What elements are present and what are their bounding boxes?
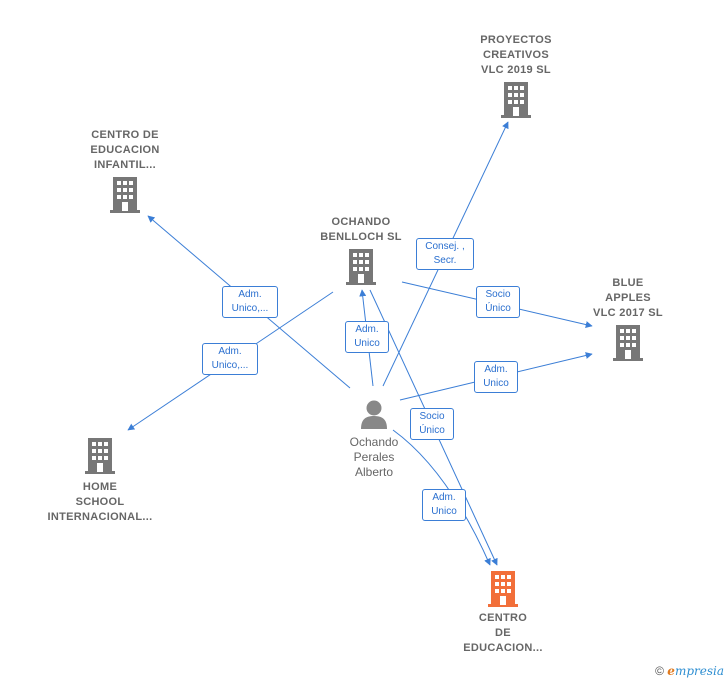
building-icon (85, 438, 115, 474)
brand-logo-e: e (667, 664, 675, 678)
node-home-school[interactable]: HOME SCHOOL INTERNACIONAL... (40, 438, 160, 525)
node-centro-educacion-infantil[interactable]: CENTRO DE EDUCACION INFANTIL... (75, 128, 175, 213)
copyright-footer: © empresia (655, 664, 724, 678)
node-label: OCHANDO BENLLOCH SL (320, 216, 402, 243)
brand-logo: empresia (667, 664, 724, 678)
node-label: CENTRO DE EDUCACION INFANTIL... (90, 129, 160, 171)
building-icon (613, 325, 643, 361)
node-label: HOME SCHOOL INTERNACIONAL... (47, 481, 153, 523)
node-label: CENTRO DE EDUCACION... (463, 612, 543, 654)
relation-socio-unico-blue-apples[interactable]: Socio Único (476, 286, 520, 318)
node-label: PROYECTOS CREATIVOS VLC 2019 SL (480, 34, 552, 76)
node-ochando-benlloch[interactable]: OCHANDO BENLLOCH SL (311, 215, 411, 285)
copyright-symbol: © (655, 664, 664, 678)
node-centro-educacion-main[interactable]: CENTRO DE EDUCACION... (447, 571, 559, 656)
relation-adm-unico-centro[interactable]: Adm. Unico (422, 489, 466, 521)
building-icon (346, 249, 376, 285)
node-proyectos-creativos[interactable]: PROYECTOS CREATIVOS VLC 2019 SL (466, 33, 566, 118)
relation-adm-unico-home-school[interactable]: Adm. Unico,... (202, 343, 258, 375)
relation-adm-unico-benlloch[interactable]: Adm. Unico (345, 321, 389, 353)
relation-consej-secr[interactable]: Consej. , Secr. (416, 238, 474, 270)
edge-person-to-centro (392, 429, 491, 566)
relation-adm-unico-blue-apples[interactable]: Adm. Unico (474, 361, 518, 393)
building-icon (501, 82, 531, 118)
person-icon (361, 400, 387, 429)
relation-socio-unico-centro[interactable]: Socio Único (410, 408, 454, 440)
node-label: BLUE APPLES VLC 2017 SL (593, 277, 663, 319)
relation-adm-unico-infantil[interactable]: Adm. Unico,... (222, 286, 278, 318)
node-person-ochando-perales[interactable]: Ochando Perales Alberto (334, 399, 414, 480)
brand-logo-text: mpresia (674, 664, 724, 678)
node-label: Ochando Perales Alberto (349, 435, 399, 479)
node-blue-apples[interactable]: BLUE APPLES VLC 2017 SL (578, 276, 678, 361)
building-icon (488, 571, 518, 607)
building-icon (110, 177, 140, 213)
